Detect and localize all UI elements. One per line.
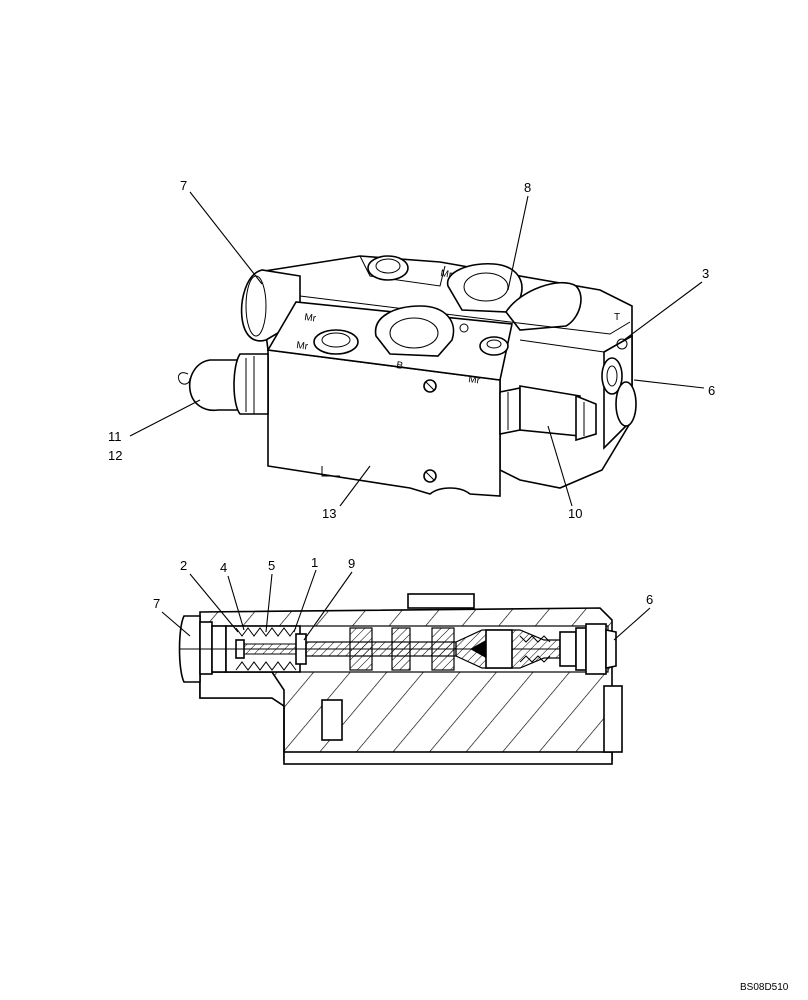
svg-text:B: B bbox=[396, 360, 404, 372]
isometric-valve-view: Mr Mr Mr Mr B T bbox=[177, 255, 637, 497]
figure-code: BS08D510 bbox=[740, 982, 789, 993]
callout-9: 9 bbox=[348, 556, 355, 571]
svg-text:Mr: Mr bbox=[439, 268, 453, 281]
svg-text:Mr: Mr bbox=[468, 374, 482, 387]
callout-6: 6 bbox=[708, 383, 715, 398]
callout-2: 2 bbox=[180, 558, 187, 573]
callout-7-section: 7 bbox=[153, 596, 160, 611]
isometric-callouts: 7 8 3 6 11 12 13 10 bbox=[108, 178, 715, 521]
spring-coils bbox=[235, 627, 297, 671]
callout-11: 11 bbox=[108, 429, 122, 444]
callout-1: 1 bbox=[311, 555, 318, 570]
svg-text:Mr: Mr bbox=[296, 340, 310, 353]
section-callouts: 2 4 5 1 9 7 6 bbox=[153, 555, 653, 641]
svg-text:T: T bbox=[614, 312, 620, 323]
callout-4: 4 bbox=[220, 560, 227, 575]
callout-6-section: 6 bbox=[646, 592, 653, 607]
callout-7: 7 bbox=[180, 178, 187, 193]
section-view bbox=[178, 593, 623, 765]
callout-3: 3 bbox=[702, 266, 709, 281]
callout-12: 12 bbox=[108, 448, 122, 463]
callout-8: 8 bbox=[524, 180, 531, 195]
svg-text:Mr: Mr bbox=[304, 312, 318, 325]
callout-13: 13 bbox=[322, 506, 336, 521]
callout-10: 10 bbox=[568, 506, 582, 521]
callout-5: 5 bbox=[268, 558, 275, 573]
